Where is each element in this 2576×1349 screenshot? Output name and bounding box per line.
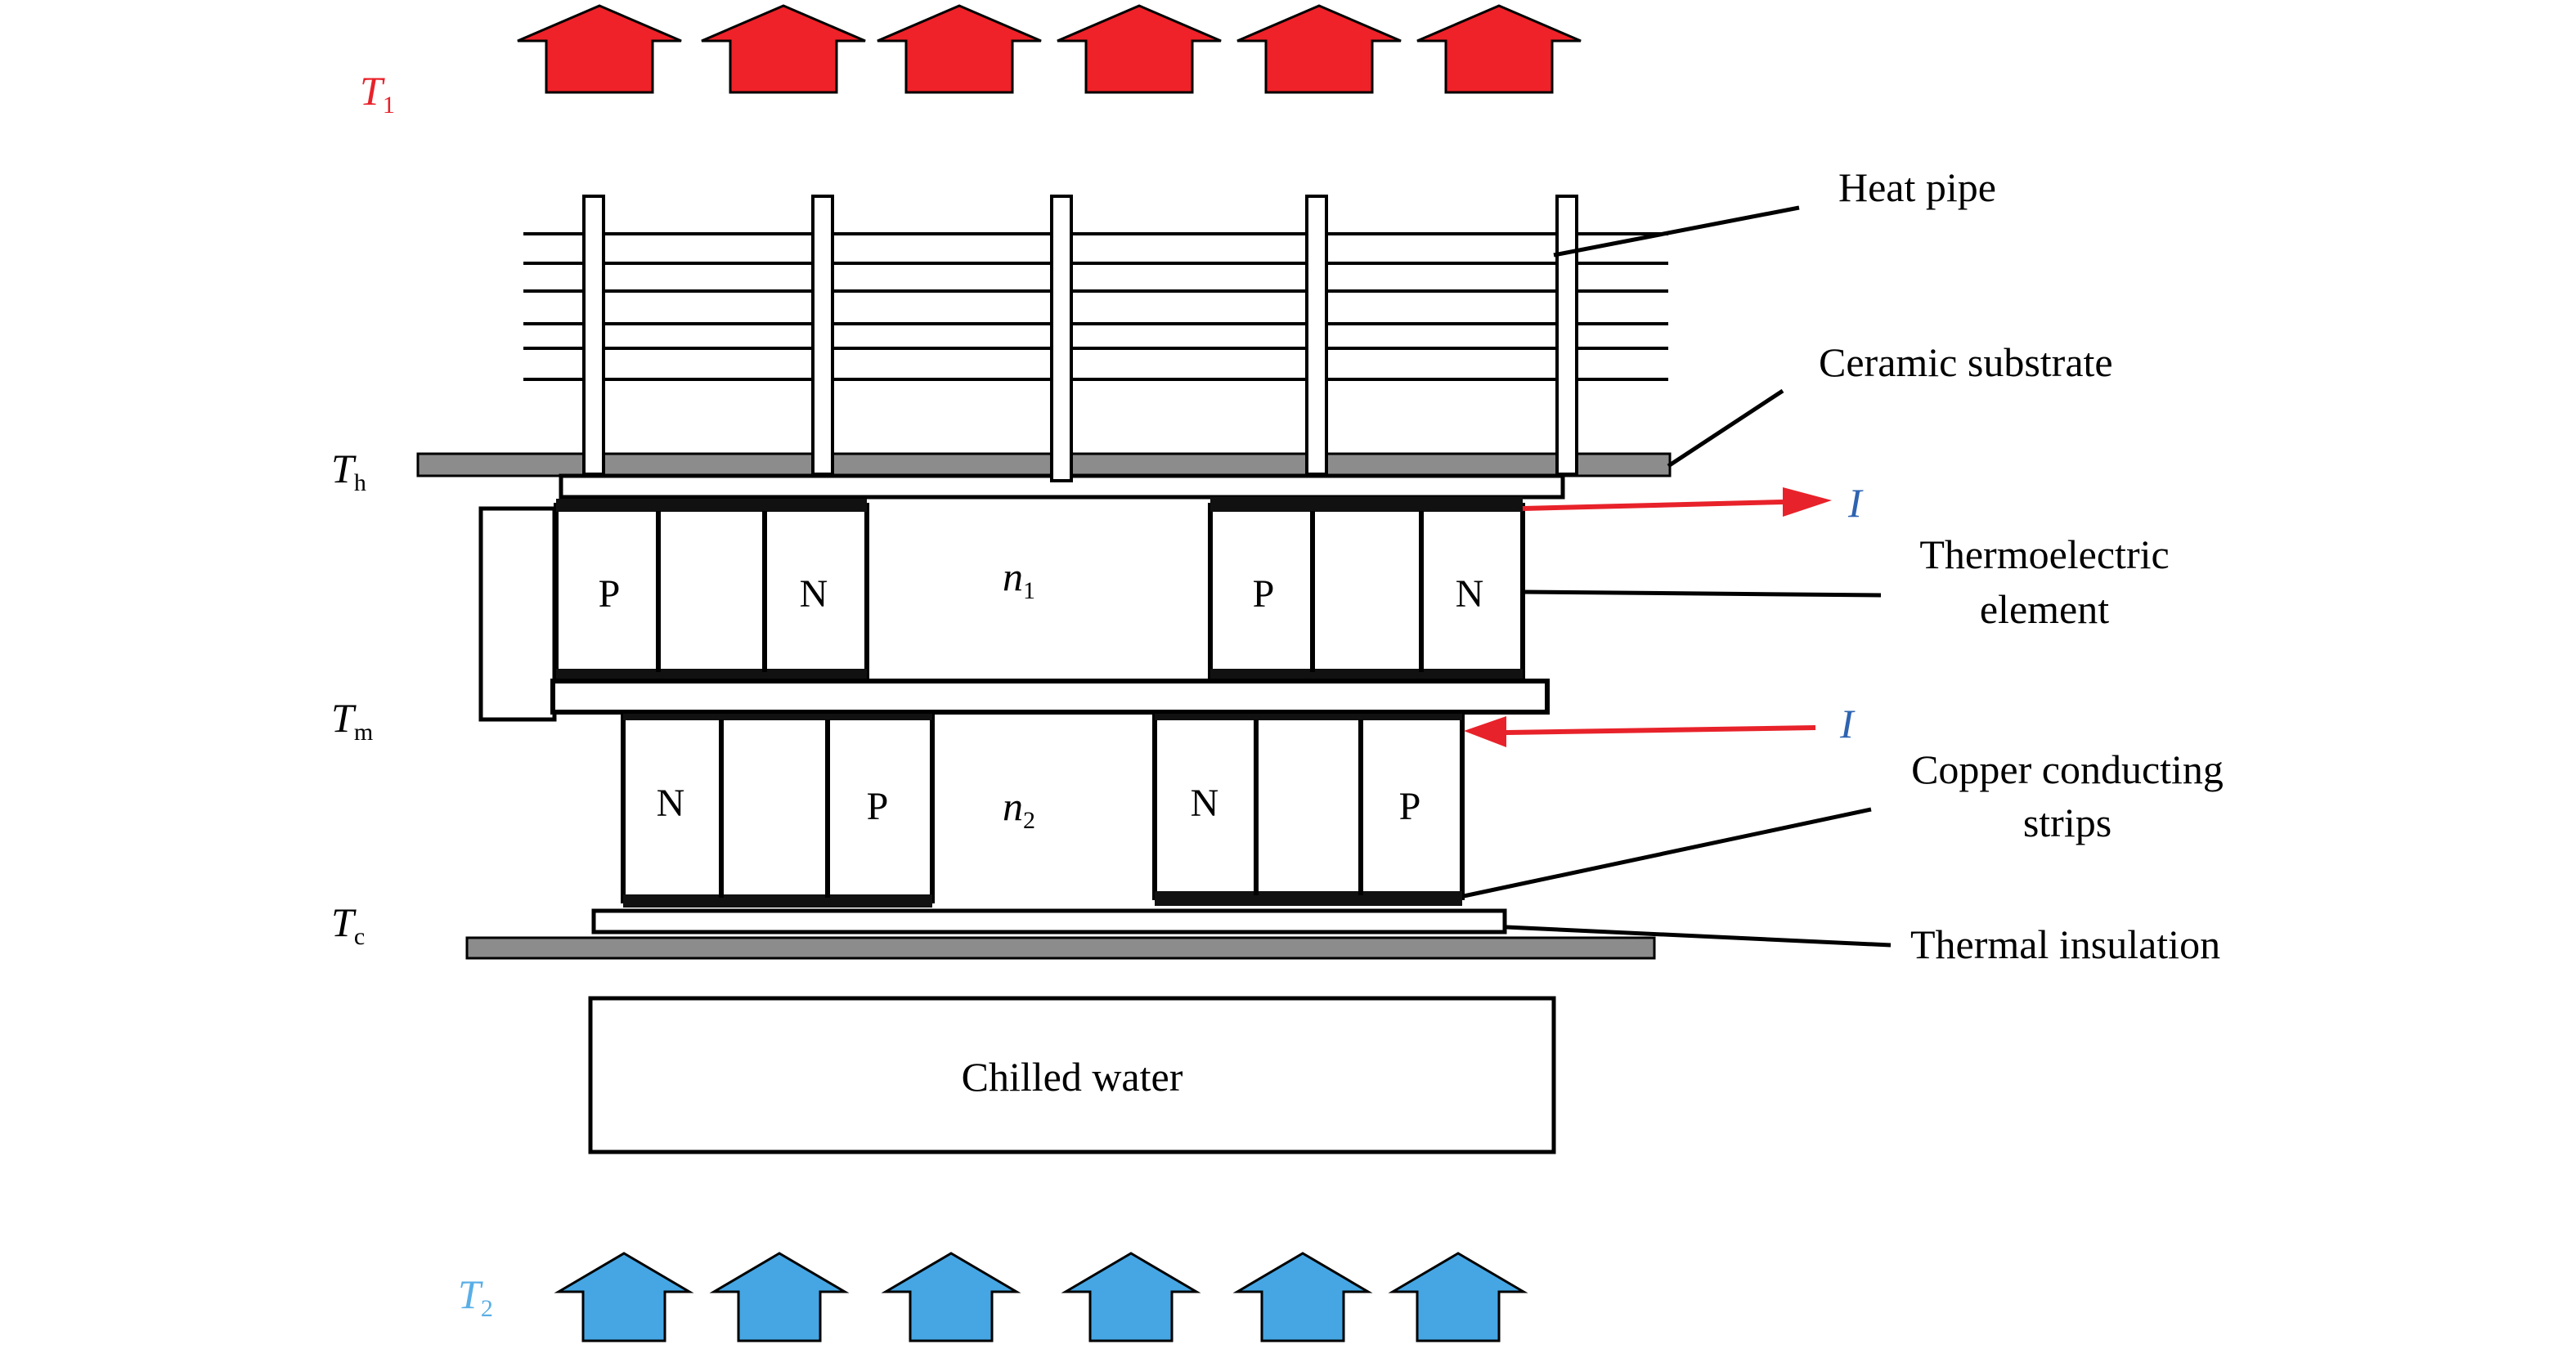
cold-arrow-2	[709, 1252, 850, 1342]
leg-upper-right-2: N	[1456, 572, 1484, 616]
n1-label: n1	[1003, 553, 1035, 604]
side-connector	[478, 506, 557, 722]
leader-heat-pipe	[1553, 205, 1800, 258]
chilled-water-box	[588, 996, 1556, 1154]
middle-plate	[550, 679, 1550, 715]
hot-arrow-2	[701, 4, 866, 94]
tm-label: Tm	[331, 695, 373, 746]
t2-subscript: 2	[481, 1295, 493, 1322]
current-bottom-label: I	[1839, 701, 1856, 746]
n2-subscript: 2	[1023, 807, 1035, 834]
tc-label: Tc	[331, 899, 365, 950]
t1-symbol: T	[360, 68, 385, 114]
leader-ceramic-substrate	[1667, 388, 1784, 468]
copper-strip-upper-right-bottom	[1210, 669, 1523, 679]
upper-left-module	[554, 503, 869, 679]
hot-arrow-4	[1057, 4, 1222, 94]
hot-arrow-3	[877, 4, 1042, 94]
heat-pipe-3	[1050, 195, 1073, 482]
cold-arrow-5	[1232, 1252, 1373, 1342]
heat-sink-fins	[523, 232, 1668, 381]
leg-lower-right-2: P	[1399, 785, 1421, 828]
upper-right-module	[1208, 503, 1525, 679]
leader-copper-strips	[1463, 807, 1872, 899]
cold-arrow-1	[554, 1252, 694, 1342]
copper-label-line2: strips	[2023, 800, 2112, 845]
current-arrow-bottom	[1464, 716, 1816, 747]
n2-symbol: n	[1003, 783, 1023, 829]
cold-arrow-3	[881, 1252, 1021, 1342]
th-symbol: T	[331, 446, 357, 491]
current-arrow-top	[1522, 487, 1832, 517]
t2-label: T2	[458, 1271, 493, 1322]
th-subscript: h	[354, 469, 366, 496]
th-label: Th	[331, 446, 366, 496]
n1-subscript: 1	[1023, 577, 1035, 604]
leg-upper-left-1: P	[599, 572, 621, 616]
current-top-shaft	[1522, 500, 1784, 511]
ceramic-substrate-top	[416, 452, 1672, 477]
current-bottom-head	[1464, 716, 1506, 747]
leader-lines	[1463, 205, 1892, 948]
hot-arrow-6	[1416, 4, 1582, 94]
leg-upper-right-1: P	[1253, 572, 1275, 616]
leg-upper-left-2: N	[800, 572, 828, 616]
tc-subscript: c	[354, 923, 365, 950]
leader-thermoelectric	[1522, 589, 1882, 598]
heat-pipe-4	[1305, 195, 1328, 476]
hot-arrow-1	[517, 4, 682, 94]
copper-strip-upper-left-bottom	[556, 669, 867, 679]
current-top-label: I	[1847, 480, 1864, 526]
heat-pipe-5	[1555, 195, 1578, 476]
hot-arrow-5	[1236, 4, 1402, 94]
leg-labels: P N P N N P N P	[599, 572, 1484, 828]
cold-air-arrows	[554, 1252, 1528, 1342]
copper-strip-lower-right-top	[1155, 714, 1462, 720]
t1-subscript: 1	[383, 92, 395, 119]
current-top-head	[1783, 487, 1832, 517]
heat-pipe-2	[811, 195, 834, 476]
cold-arrow-6	[1388, 1252, 1528, 1342]
leader-thermal-insulation	[1506, 925, 1892, 948]
t1-label: T1	[360, 68, 395, 119]
copper-strip-lower-left-bottom	[623, 894, 932, 908]
ceramic-substrate-label: Ceramic substrate	[1819, 339, 2113, 385]
copper-strip-upper-right-top	[1210, 497, 1523, 512]
thermoelectric-label-line1: Thermoelectric	[1919, 531, 2169, 577]
copper-label-line1: Copper conducting	[1911, 746, 2224, 792]
n1-symbol: n	[1003, 553, 1023, 599]
leg-lower-right-1: N	[1191, 782, 1219, 825]
heat-pipes	[582, 195, 1578, 482]
lower-stage	[621, 714, 1465, 908]
upper-stage	[478, 497, 1525, 722]
cold-arrow-4	[1061, 1252, 1201, 1342]
tc-symbol: T	[331, 899, 357, 945]
copper-strip-lower-right-bottom	[1155, 891, 1462, 906]
ceramic-substrate-bottom	[465, 936, 1656, 960]
chilled-water-label: Chilled water	[962, 1054, 1183, 1100]
thermoelectric-label-line2: element	[1980, 586, 2109, 632]
heat-pipe-label: Heat pipe	[1838, 164, 1996, 210]
hot-air-arrows	[517, 4, 1582, 94]
n2-label: n2	[1003, 783, 1035, 834]
thermal-insulation-label: Thermal insulation	[1910, 921, 2220, 967]
tm-symbol: T	[331, 695, 357, 741]
copper-strip-upper-left-top	[556, 499, 867, 512]
current-bottom-shaft	[1506, 725, 1816, 735]
leg-lower-left-2: P	[867, 785, 889, 828]
tm-subscript: m	[354, 719, 373, 746]
t2-symbol: T	[458, 1271, 483, 1317]
leg-lower-left-1: N	[657, 782, 685, 825]
copper-strip-lower-left-top	[623, 714, 932, 720]
heat-pipe-1	[582, 195, 605, 476]
cold-side-plate	[591, 908, 1507, 934]
